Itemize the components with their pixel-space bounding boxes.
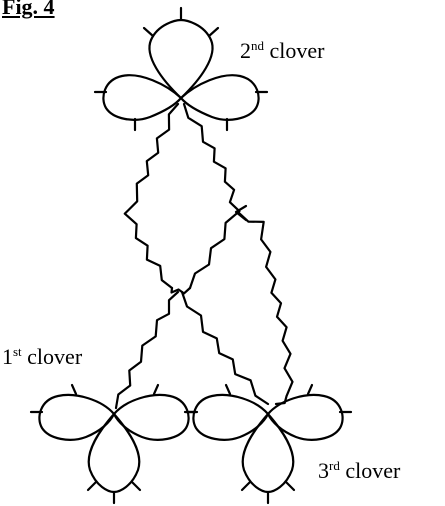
clover-2nd: [93, 6, 269, 132]
label-1st-text: clover: [21, 344, 83, 369]
figure-title: Fig. 4: [2, 0, 55, 19]
ring-3rd-right: [266, 393, 344, 441]
chain-right-lower: [180, 290, 270, 406]
label-1st-suffix: st: [13, 344, 22, 359]
clover-1st: [29, 383, 199, 505]
label-1st-clover: 1st clover: [2, 344, 83, 369]
chain-left-upper: [123, 102, 180, 290]
label-3rd-suffix: rd: [329, 458, 340, 473]
label-2nd-clover: 2nd clover: [240, 38, 325, 63]
ring-3rd-left: [192, 393, 270, 441]
ring-1st-left: [38, 393, 116, 441]
ring-1st-right: [112, 393, 190, 441]
chain-left-lower: [114, 290, 180, 410]
label-3rd-text: clover: [339, 458, 401, 483]
label-2nd-number: 2: [240, 38, 251, 63]
chain-loop: [236, 210, 294, 406]
label-1st-number: 1: [2, 344, 13, 369]
label-3rd-number: 3: [318, 458, 329, 483]
ring-2nd-left: [102, 74, 183, 121]
ring-3rd-bottom: [241, 412, 295, 494]
picots-1st: [29, 383, 199, 505]
ring-2nd-top: [148, 18, 214, 100]
clover-3rd: [183, 383, 353, 505]
label-3rd-clover: 3rd clover: [318, 458, 401, 483]
ring-1st-bottom: [87, 412, 141, 494]
label-2nd-suffix: nd: [251, 38, 264, 53]
chain-right-upper: [182, 102, 241, 290]
arrowhead-icon: [234, 204, 248, 222]
label-2nd-text: clover: [264, 38, 325, 63]
picots-2nd: [93, 6, 269, 132]
picots-3rd: [183, 383, 353, 505]
ring-2nd-right: [179, 74, 260, 121]
chain-return: [170, 286, 192, 295]
